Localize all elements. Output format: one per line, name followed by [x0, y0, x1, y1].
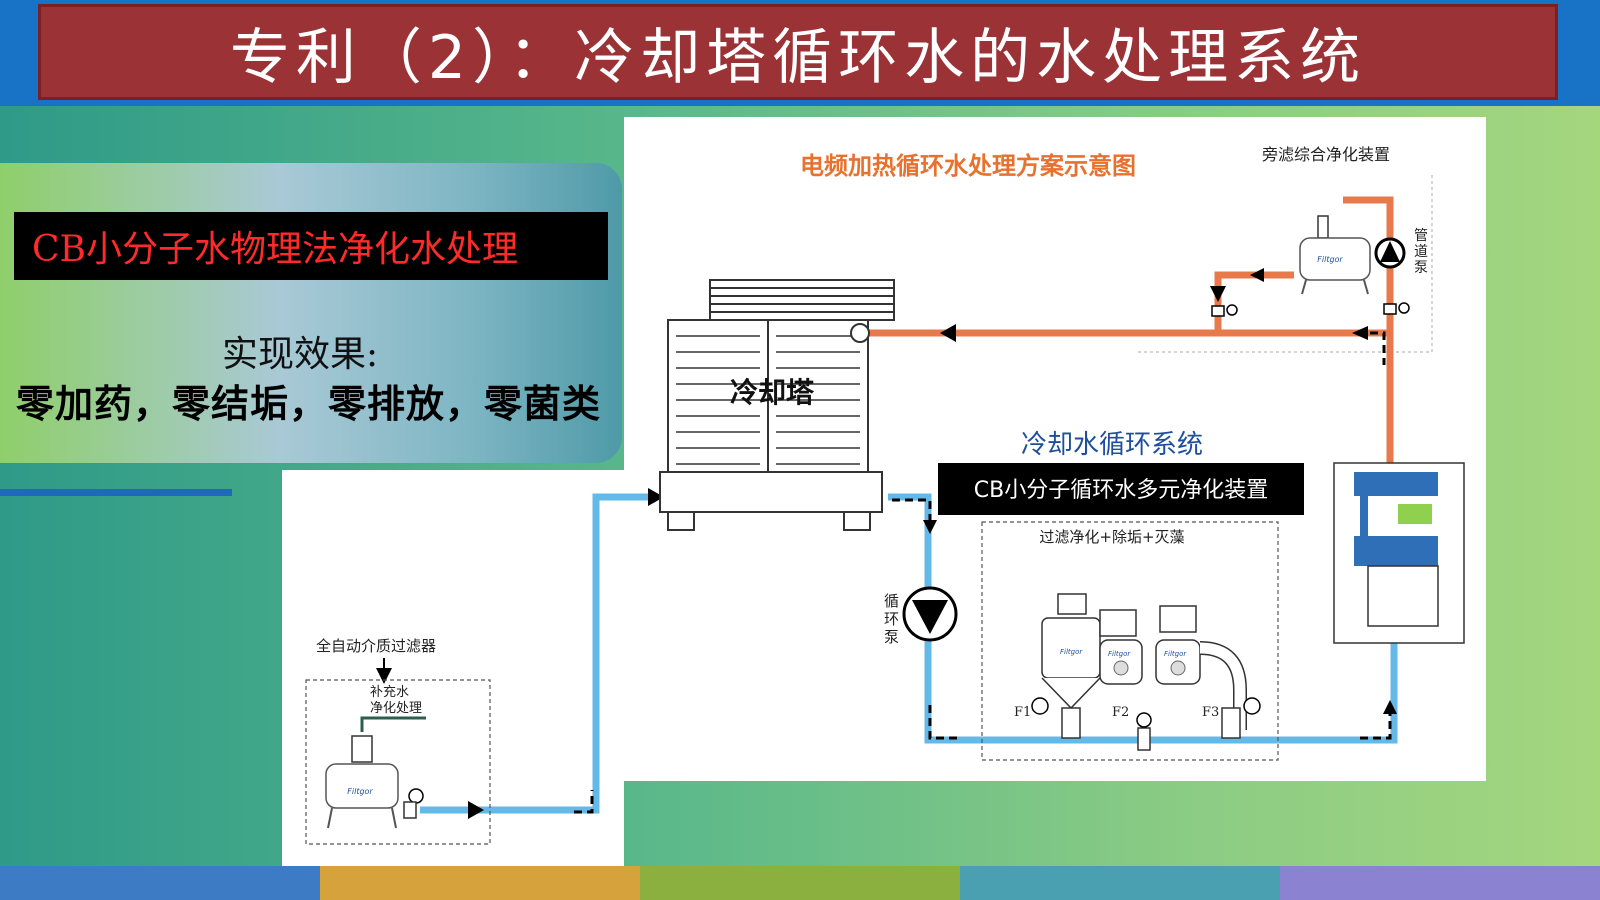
- cooling-tower: [659, 279, 895, 531]
- circ-pump-char-1: 循: [884, 592, 899, 610]
- makeup-label-1: 补充水: [370, 684, 409, 700]
- bypass-label: 旁滤综合净化装置: [1262, 145, 1390, 164]
- valve-bypass-1: [1210, 286, 1238, 317]
- flow-arrow-cold-1: [648, 488, 664, 506]
- makeup-tank-brand: Filtgor: [347, 787, 373, 796]
- flow-arrow-cold-4: [1383, 700, 1397, 714]
- left-heading-box: CB小分子水物理法净化水处理: [14, 212, 608, 280]
- auto-filter-label: 全自动介质过滤器: [316, 637, 436, 655]
- filter-process-label: 过滤净化+除垢+灭藻: [1039, 528, 1184, 546]
- filter-group-frame: [981, 521, 1279, 761]
- bottom-strip-segment: [1280, 866, 1600, 900]
- bottom-strip-segment: [0, 866, 320, 900]
- flow-dash-cold-1: [574, 790, 594, 814]
- device-box-label: CB小分子循环水多元净化装置: [974, 478, 1268, 503]
- filter-tag-f3: F3: [1202, 705, 1219, 720]
- filter-tag-f2: F2: [1112, 705, 1129, 720]
- valve-bypass-2: [1383, 302, 1410, 315]
- heating-unit: [1333, 462, 1465, 644]
- cooling-system-label: 冷却水循环系统: [1021, 430, 1203, 460]
- flow-dash-hot: [1370, 331, 1386, 365]
- flow-dash-cold-4: [1360, 712, 1392, 740]
- bypass-filter-tank: [1299, 215, 1371, 295]
- circulation-pump: [902, 586, 958, 642]
- bottom-strip-segment: [320, 866, 640, 900]
- flow-dash-cold-3: [928, 705, 960, 740]
- diagram-title: 电频加热循环水处理方案示意图: [800, 152, 1136, 180]
- filter-vessel-f1: [1031, 593, 1101, 739]
- bypass-dotted-frame: [1138, 172, 1433, 353]
- bypass-tank-brand: Filtgor: [1317, 255, 1343, 264]
- filter-tag-f1: F1: [1014, 705, 1031, 720]
- makeup-filter-frame: [305, 679, 491, 845]
- effect-items: 零加药，零结垢，零排放，零菌类: [16, 381, 602, 426]
- filter-vessel-f2: [1099, 609, 1152, 751]
- flow-arrow-cold-3: [923, 520, 937, 534]
- tower-label: 冷却塔: [730, 376, 815, 409]
- flow-arrow-hot-2: [1352, 326, 1368, 340]
- flow-arrow-cold-2: [468, 801, 484, 819]
- pipe-pump-char-1: 管: [1414, 228, 1428, 244]
- circ-pump-label: 循环泵: [884, 592, 899, 646]
- left-heading: CB小分子水物理法净化水处理: [32, 229, 519, 270]
- circ-pump-char-3: 泵: [884, 628, 899, 646]
- pipe-pump: [1374, 237, 1406, 269]
- pipe-pump-char-2: 道: [1414, 244, 1428, 260]
- makeup-inlet-pipe: [360, 716, 426, 732]
- filter-vessel-f3: [1155, 605, 1261, 739]
- filter-brand-f1: Filtgor: [1060, 648, 1083, 656]
- filter-brand-f3: Filtgor: [1164, 650, 1187, 658]
- circ-pump-char-2: 环: [884, 610, 899, 628]
- filter-brand-f2: Filtgor: [1108, 650, 1131, 658]
- title-banner: 专利（2）：冷却塔循环水的水处理系统: [38, 4, 1558, 100]
- device-box: [938, 463, 1304, 515]
- bottom-color-strip: [0, 866, 1600, 900]
- bottom-strip-segment: [960, 866, 1280, 900]
- bottom-strip-segment: [640, 866, 960, 900]
- effect-label: 实现效果:: [222, 334, 379, 375]
- pipe-pump-char-3: 泵: [1414, 260, 1428, 276]
- makeup-filter-tank: [325, 735, 424, 829]
- slide-title: 专利（2）：冷却塔循环水的水处理系统: [229, 22, 1367, 93]
- flow-arrow-hot-1: [940, 324, 956, 342]
- makeup-label-2: 净化处理: [370, 701, 422, 716]
- flow-arrow-hot-3: [1250, 268, 1264, 282]
- left-divider-line: [0, 489, 232, 496]
- cold-pipe-network: [420, 493, 1398, 814]
- pipe-pump-label: 管道泵: [1414, 228, 1428, 276]
